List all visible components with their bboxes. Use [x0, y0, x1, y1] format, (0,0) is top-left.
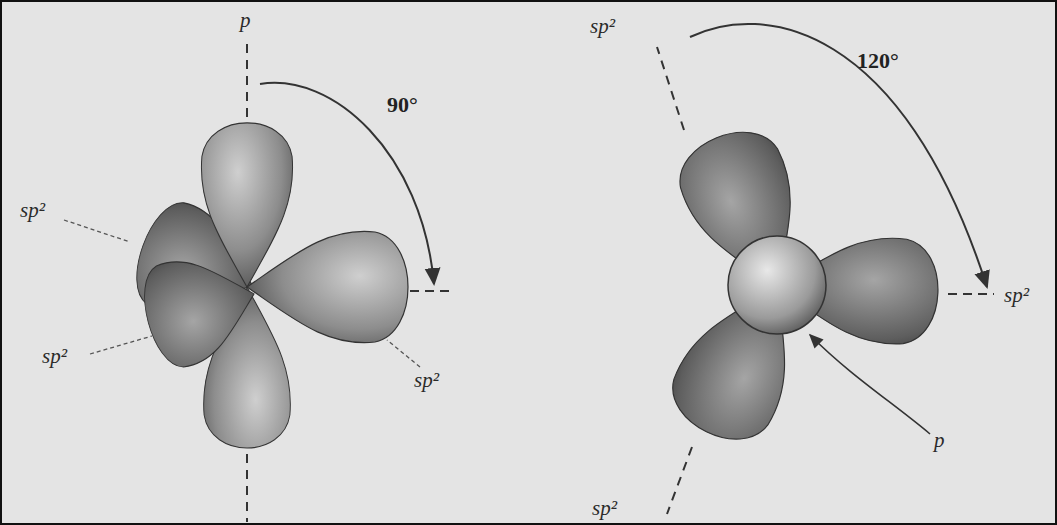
- angle-label: 90°: [387, 94, 418, 116]
- orbital-label: sp²: [590, 16, 615, 37]
- orbital-label: p: [240, 10, 251, 31]
- orbital-label: sp²: [20, 200, 45, 221]
- angle-label: 120°: [857, 50, 899, 72]
- orbital-label: p: [934, 430, 945, 451]
- orbital-label: sp²: [592, 498, 617, 519]
- orbital-label: sp²: [42, 346, 67, 367]
- orbital-label: sp²: [414, 370, 439, 391]
- orbital-label: sp²: [1004, 285, 1029, 306]
